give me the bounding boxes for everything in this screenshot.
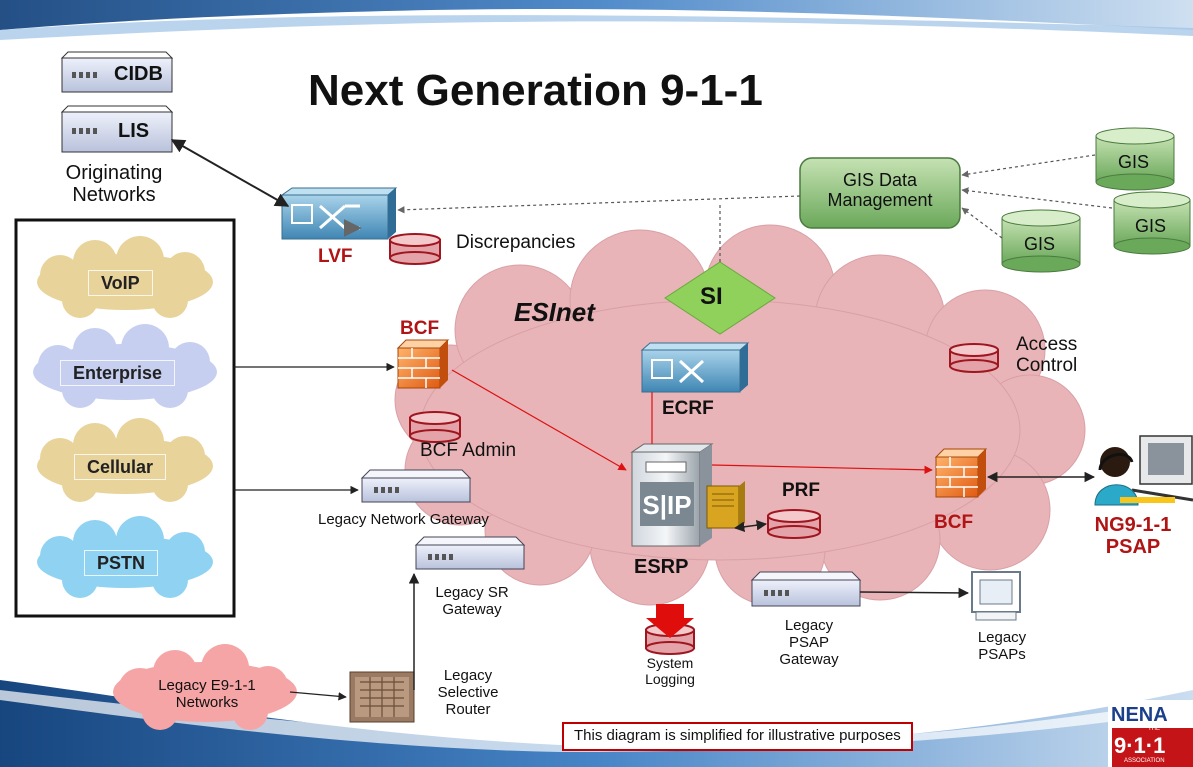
svg-text:S|IP: S|IP [642,490,691,520]
nena-logo-text: NENA [1111,704,1168,726]
legacy-selective-router-label: Legacy Selective Router [437,667,499,718]
ecrf-switch [640,342,750,393]
bcf-right-firewall [934,448,988,498]
legacy-sr-gateway-label: Legacy SR Gateway [435,584,509,618]
connectors [170,139,1113,701]
originating-networks-frame [14,218,236,618]
disclaimer-note: This diagram is simplified for illustrat… [562,722,913,751]
lvf-switch [280,187,398,239]
prf-server [706,481,745,529]
legacy-psaps-device [971,571,1021,621]
esrp-label: ESRP [634,556,689,578]
originating-networks-label: Originating Networks [65,162,163,207]
cellular-label: Cellular [74,454,167,481]
discrepancies-db [389,233,441,265]
psap-operator-icon [1094,435,1193,506]
bcf-right-label: BCF [934,512,974,533]
access-control-db [949,343,999,373]
gis-label-2: GIS [1135,216,1167,236]
legacy-sr-gateway-box [414,536,526,570]
prf-db [767,509,821,539]
gis-db-3 [1001,209,1081,273]
cidb-label: CIDB [114,63,163,85]
system-logging-label: System Logging [645,655,695,687]
top-swoosh [0,0,1193,40]
ng911-psap-label: NG9-1-1 PSAP [1094,514,1172,559]
lvf-label: LVF [318,246,353,267]
legacy-selective-router-device [349,671,415,723]
legacy-network-gateway-box [360,469,472,503]
legacy-psap-gateway-label: Legacy PSAP Gateway [779,617,839,668]
legacy-psap-gateway-box [750,571,862,607]
nena-logo-the: THE [1148,726,1160,732]
bcf-admin-label: BCF Admin [420,440,517,461]
bcf-left-firewall [396,339,450,389]
nena-logo-association: ASSOCIATION [1124,758,1165,764]
gis-data-management-box [799,157,961,229]
lis-label: LIS [118,120,150,142]
enterprise-label: Enterprise [60,360,176,387]
gis-label-3: GIS [1024,234,1056,254]
nena-logo-number: 9·1·1 [1114,733,1166,758]
voip-label: VoIP [88,270,153,297]
esinet-label: ESInet [514,297,595,327]
esrp-server: S|IP [630,443,714,547]
access-control-label: Access Control [1016,334,1078,377]
bcf-admin-db [409,411,461,443]
gis-data-management-label: GIS Data Management [827,170,933,211]
system-logging-db [645,623,695,655]
legacy-network-gateway-label: Legacy Network Gateway [318,511,489,528]
cidb-box [60,51,174,93]
nena-logo [1108,700,1193,767]
discrepancies-label: Discrepancies [456,232,576,253]
si-diamond [664,261,776,335]
gis-db-2 [1113,191,1191,255]
pstn-cloud [37,516,213,598]
gis-label-1: GIS [1118,152,1150,172]
bcf-left-label: BCF [400,318,440,339]
logging-arrow-icon [646,604,694,638]
gis-db-1 [1095,127,1175,191]
si-label: SI [700,283,723,310]
legacy-e911-cloud [113,644,297,730]
page-title: Next Generation 9-1-1 [308,66,763,115]
pstn-label: PSTN [84,550,159,577]
legacy-e911-networks-label: Legacy E9-1-1 Networks [158,677,256,711]
prf-label: PRF [782,480,820,501]
lis-box [60,105,174,153]
ecrf-label: ECRF [662,398,714,419]
legacy-psaps-label: Legacy PSAPs [977,629,1027,663]
